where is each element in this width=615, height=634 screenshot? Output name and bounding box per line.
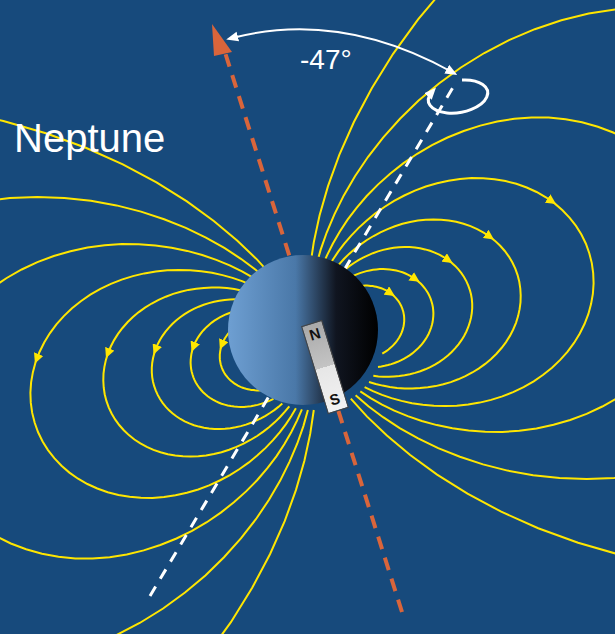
field-arrow bbox=[37, 350, 40, 359]
field-arrow bbox=[222, 342, 223, 345]
rotation-axis bbox=[223, 46, 402, 612]
field-arrow bbox=[388, 292, 391, 294]
field-line bbox=[316, 7, 615, 479]
pole-south: S bbox=[328, 389, 343, 409]
field-arrow bbox=[444, 257, 448, 260]
angle-label: -47° bbox=[300, 44, 352, 76]
magnetic-axis bbox=[150, 84, 455, 596]
field-line bbox=[328, 178, 593, 406]
planet-label: Neptune bbox=[14, 116, 165, 161]
field-arrow bbox=[155, 345, 157, 350]
field-arrow bbox=[484, 233, 490, 237]
field-arrow bbox=[108, 347, 111, 353]
field-arrow bbox=[544, 196, 552, 201]
precession-loop bbox=[428, 80, 487, 113]
field-line bbox=[322, 118, 615, 432]
pole-north: N bbox=[307, 324, 323, 344]
axis-arrowhead bbox=[212, 24, 232, 56]
field-arrow bbox=[193, 343, 195, 347]
field-arrow bbox=[412, 277, 415, 279]
